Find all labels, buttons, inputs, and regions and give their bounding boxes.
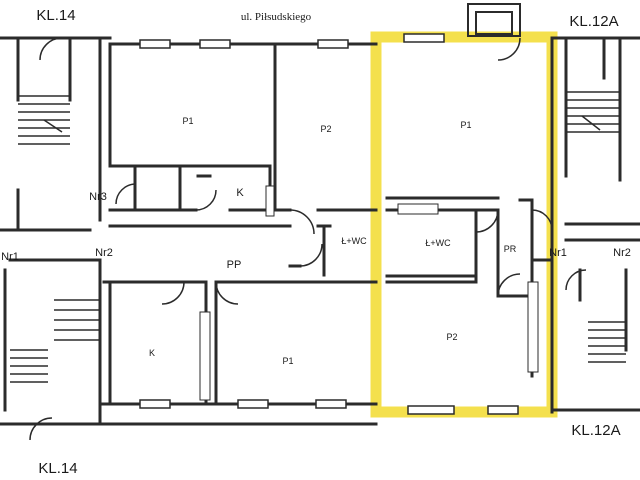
hall-label: PR [504, 244, 517, 254]
room-label-apartment-p1: P1 [460, 120, 471, 130]
corridor-label: PP [227, 259, 242, 271]
building-label-top-left: KL.14 [36, 7, 75, 24]
room-label-wc-left: Ł+WC [341, 236, 367, 246]
room-label-apartment-p2: P2 [446, 332, 457, 342]
room-label-top-p2: P2 [320, 124, 331, 134]
radiators [199, 185, 539, 401]
building-label-bottom-left: KL.14 [38, 460, 77, 477]
stairs [10, 91, 626, 383]
room-label-kitchen-top: K [236, 187, 244, 199]
stair-label-nr1-left: Nr1 [1, 251, 19, 263]
room-label-bottom-k: K [149, 348, 155, 358]
doors [29, 37, 587, 441]
room-label-top-p1: P1 [182, 116, 193, 126]
stair-label-nr1-right: Nr1 [549, 247, 567, 259]
balcony [467, 3, 521, 37]
walls [0, 36, 640, 426]
highlighted-apartment [370, 31, 558, 418]
building-label-top-right: KL.12A [569, 13, 618, 30]
windows [139, 33, 519, 415]
stair-label-nr2-right: Nr2 [613, 247, 631, 259]
room-label-apartment-wc: Ł+WC [425, 238, 451, 248]
stair-label-nr3: Nr3 [89, 191, 107, 203]
street-name: ul. Piłsudskiego [241, 11, 312, 23]
room-label-bottom-p1: P1 [282, 356, 293, 366]
building-label-bottom-right: KL.12A [571, 422, 620, 439]
stair-label-nr2-left: Nr2 [95, 247, 113, 259]
